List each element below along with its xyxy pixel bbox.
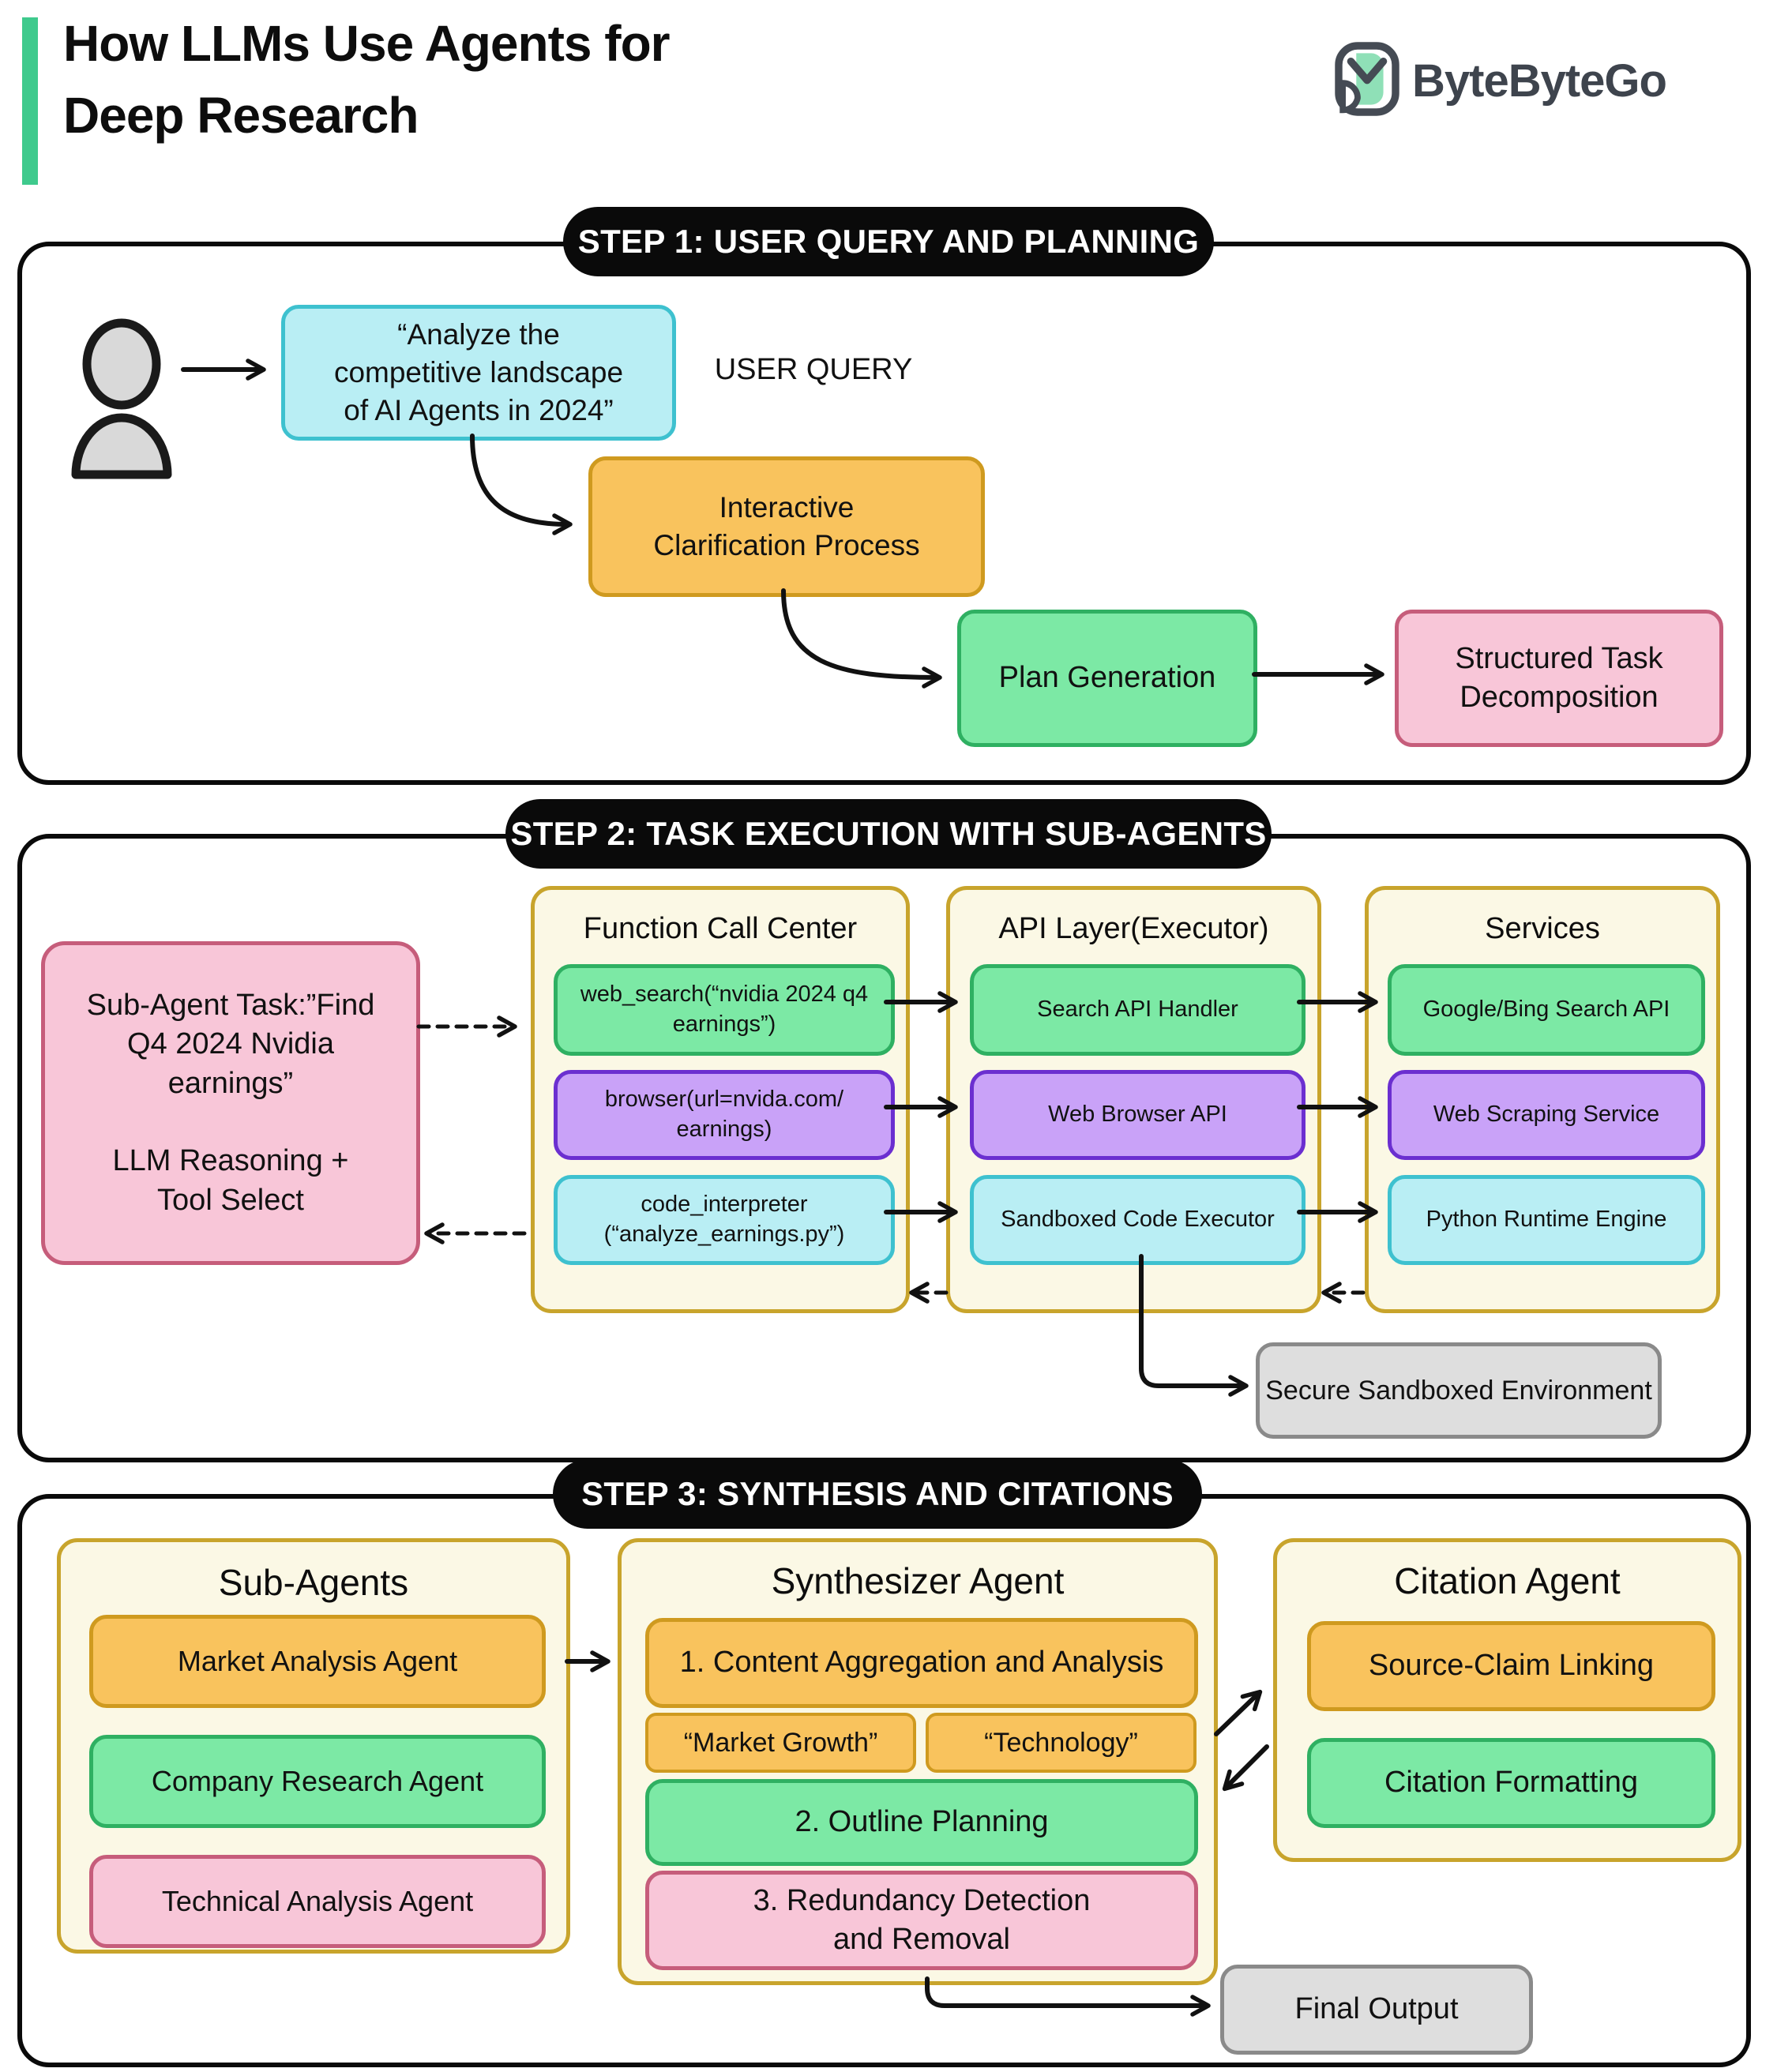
step1-header-pill: STEP 1: USER QUERY AND PLANNING [563,207,1214,276]
sub-agents-panel: Sub-Agents Market Analysis Agent Company… [57,1538,570,1954]
services-panel: Services Google/Bing Search API Web Scra… [1365,886,1720,1313]
sandboxed-code-executor-box: Sandboxed Code Executor [970,1175,1306,1265]
sub-agents-title: Sub-Agents [218,1562,409,1603]
plan-generation-box: Plan Generation [957,610,1257,747]
google-bing-search-api-box: Google/Bing Search API [1388,964,1705,1056]
technology-tag: “Technology” [926,1713,1197,1773]
user-query-box: “Analyze the competitive landscape of AI… [281,305,676,441]
search-api-handler-box: Search API Handler [970,964,1306,1056]
brand-logo: ByteByteGo [1333,41,1667,121]
content-aggregation-box: 1. Content Aggregation and Analysis [645,1618,1198,1708]
web-browser-api-box: Web Browser API [970,1070,1306,1160]
source-claim-linking-box: Source-Claim Linking [1307,1621,1715,1711]
synthesizer-panel: Synthesizer Agent 1. Content Aggregation… [618,1538,1218,1985]
user-query-label: USER QUERY [714,352,913,386]
citation-agent-title: Citation Agent [1394,1560,1621,1601]
market-analysis-agent-box: Market Analysis Agent [89,1615,546,1708]
step2-header-pill: STEP 2: TASK EXECUTION WITH SUB-AGENTS [505,799,1272,869]
company-research-agent-box: Company Research Agent [89,1735,546,1828]
title-accent-bar [22,17,38,185]
code-interpreter-call-box: code_interpreter (“analyze_earnings.py”) [554,1175,895,1265]
brand-name: ByteByteGo [1412,55,1667,107]
outline-planning-box: 2. Outline Planning [645,1779,1198,1866]
citation-agent-panel: Citation Agent Source-Claim Linking Cita… [1273,1538,1741,1862]
market-growth-tag: “Market Growth” [645,1713,916,1773]
services-title: Services [1485,912,1600,945]
python-runtime-engine-box: Python Runtime Engine [1388,1175,1705,1265]
redundancy-removal-box: 3. Redundancy Detection and Removal [645,1871,1198,1970]
browser-call-box: browser(url=nvida.com/ earnings) [554,1070,895,1160]
function-call-center-title: Function Call Center [583,912,858,945]
user-icon [70,313,182,489]
web-scraping-service-box: Web Scraping Service [1388,1070,1705,1160]
technical-analysis-agent-box: Technical Analysis Agent [89,1855,546,1948]
secure-sandbox-box: Secure Sandboxed Environment [1256,1342,1662,1439]
step3-header-pill: STEP 3: SYNTHESIS AND CITATIONS [553,1459,1202,1529]
synthesizer-title: Synthesizer Agent [771,1560,1065,1601]
page-title: How LLMs Use Agents for Deep Research [63,15,671,144]
subagent-task-box: Sub-Agent Task:”Find Q4 2024 Nvidia earn… [41,941,420,1265]
citation-formatting-box: Citation Formatting [1307,1738,1715,1828]
clarification-box: Interactive Clarification Process [588,456,985,597]
web-search-call-box: web_search(“nvidia 2024 q4 earnings”) [554,964,895,1056]
final-output-box: Final Output [1220,1965,1533,2055]
api-layer-panel: API Layer(Executor) Search API Handler W… [946,886,1321,1313]
task-decomposition-box: Structured Task Decomposition [1395,610,1723,747]
function-call-center-panel: Function Call Center web_search(“nvidia … [531,886,910,1313]
bytebytego-logo-icon [1333,41,1401,121]
api-layer-title: API Layer(Executor) [998,912,1269,945]
